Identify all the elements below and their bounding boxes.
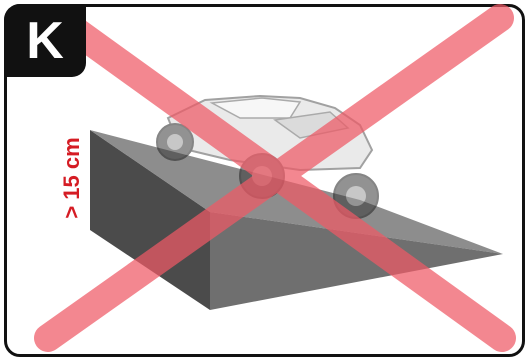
- ramp-height-label: > 15 cm: [59, 137, 85, 218]
- panel-letter-badge: K: [4, 4, 86, 77]
- panel-letter: K: [26, 15, 64, 67]
